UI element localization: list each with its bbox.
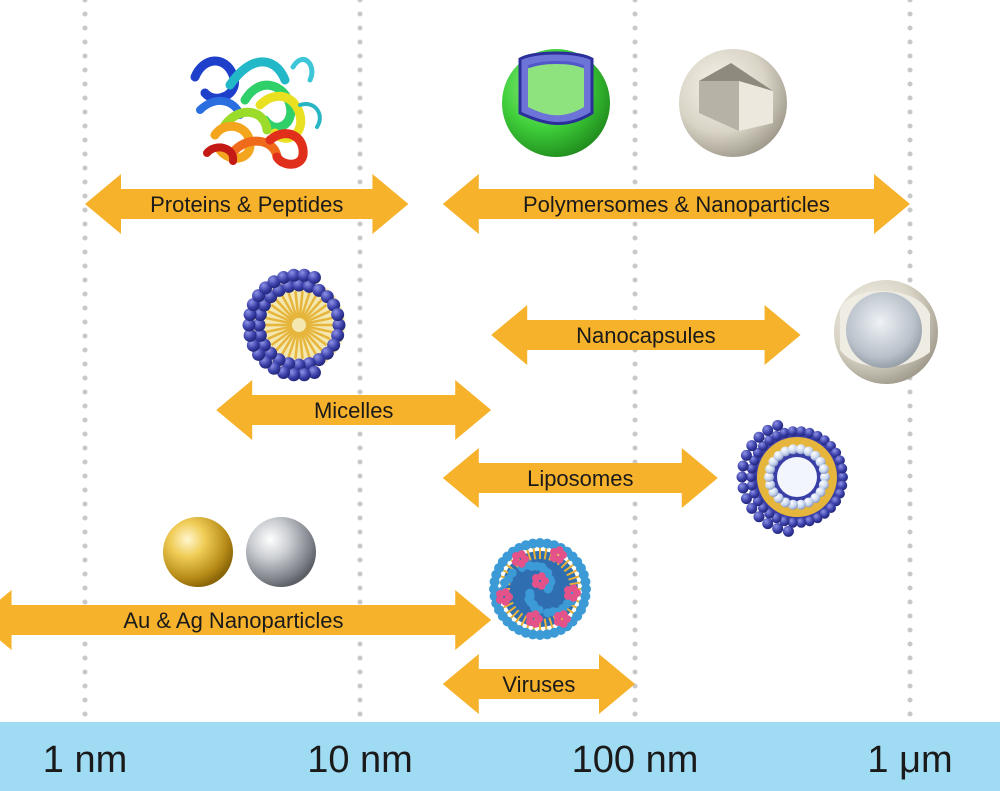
gold-nanoparticle (163, 517, 233, 587)
nanocapsule-icon (834, 280, 938, 384)
double-arrow-shape (85, 174, 409, 234)
axis-tick-label: 1 μm (867, 739, 952, 781)
double-arrow-shape (442, 654, 635, 714)
micelle-icon (242, 268, 346, 382)
range-label: Liposomes (527, 466, 633, 491)
virus-icon (489, 538, 591, 640)
range-arrow-liposomes: Liposomes (442, 448, 718, 508)
range-arrow-viruses: Viruses (442, 654, 635, 714)
range-arrow-au-ag: Au & Ag Nanoparticles (0, 590, 492, 650)
double-arrow-shape (491, 305, 801, 365)
cream-nanoparticle-icon (679, 49, 787, 157)
polymersome-icon (502, 49, 610, 157)
axis-band (0, 722, 1000, 791)
double-arrow-shape (442, 174, 910, 234)
range-arrow-micelles: Micelles (216, 380, 492, 440)
range-arrows: Proteins & Peptides Polymersomes & Nanopa… (0, 174, 910, 714)
axis-tick-label: 10 nm (307, 739, 413, 781)
silver-nanoparticle (246, 517, 316, 587)
double-arrow-shape (442, 448, 718, 508)
range-label: Nanocapsules (576, 323, 715, 348)
axis-tick-label: 100 nm (572, 739, 699, 781)
metal-nanoparticle-icon (163, 517, 316, 587)
protein-ribbon-icon (190, 56, 322, 169)
double-arrow-shape (216, 380, 492, 440)
range-arrow-polymersomes: Polymersomes & Nanoparticles (442, 174, 910, 234)
gridlines (82, 0, 913, 723)
range-arrow-nanocapsules: Nanocapsules (491, 305, 801, 365)
axis-tick-label: 1 nm (43, 739, 127, 781)
liposome-icon (736, 420, 848, 537)
range-label: Micelles (314, 398, 393, 423)
range-arrow-proteins: Proteins & Peptides (85, 174, 409, 234)
double-arrow-shape (0, 590, 492, 650)
range-label: Polymersomes & Nanoparticles (523, 192, 830, 217)
range-label: Proteins & Peptides (150, 192, 343, 217)
range-label: Au & Ag Nanoparticles (123, 608, 343, 633)
range-label: Viruses (502, 672, 575, 697)
size-axis: 1 nm 10 nm 100 nm 1 μm (0, 722, 1000, 791)
illustrations (163, 49, 938, 640)
